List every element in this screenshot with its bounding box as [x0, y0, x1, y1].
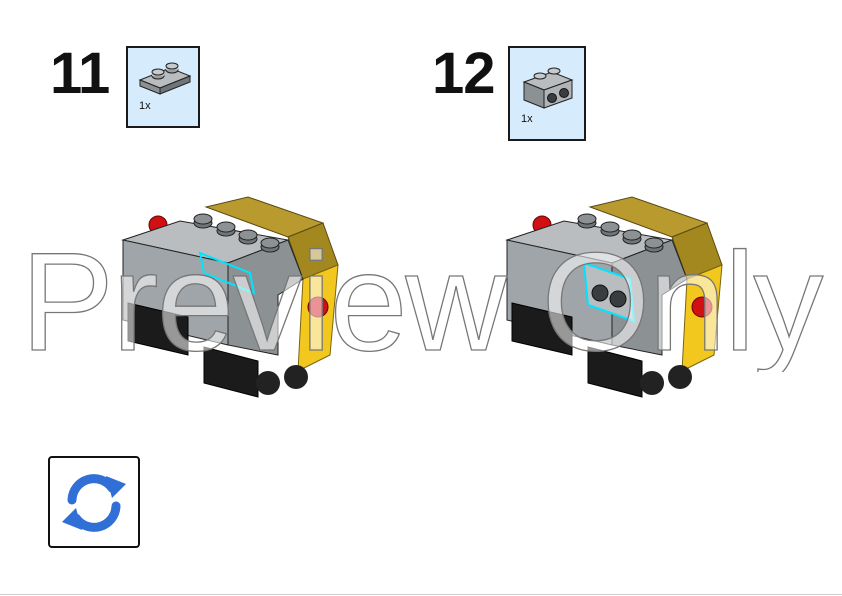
bracket-1x2-icon: [522, 67, 574, 109]
step-12-model-illustration: [505, 196, 723, 398]
step-11-part-quantity: 1x: [139, 100, 151, 112]
step-11-model-illustration: [121, 196, 339, 398]
rotate-model-button[interactable]: [48, 456, 140, 548]
step-11-parts-callout: 1x: [126, 46, 200, 128]
step-12-part-quantity: 1x: [521, 113, 533, 125]
page-divider: [0, 594, 842, 595]
refresh-arrows-icon: [62, 474, 126, 532]
step-11-number: 11: [50, 41, 110, 106]
step-12-number: 12: [432, 41, 496, 106]
plate-1x2-icon: [138, 62, 192, 95]
step-12-parts-callout: 1x: [508, 46, 586, 141]
